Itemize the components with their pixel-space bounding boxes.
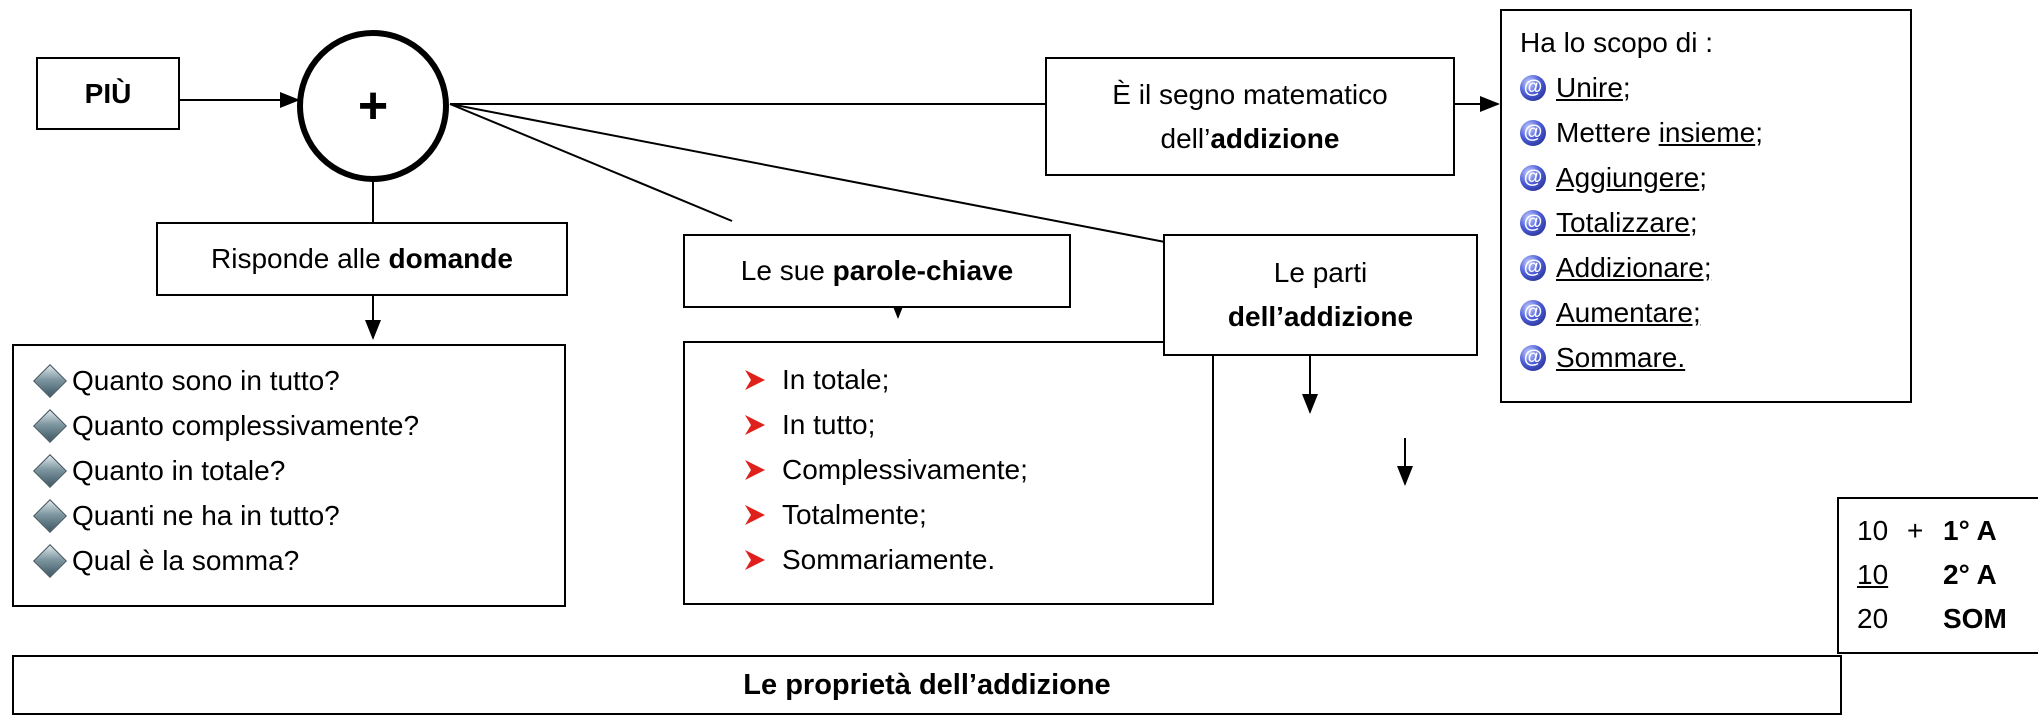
parola-text: In tutto;: [782, 408, 876, 440]
diamond-bullet-icon: [33, 498, 67, 533]
domanda-item: Quanti ne ha in tutto?: [32, 493, 564, 538]
example-operator: +: [1907, 515, 1924, 546]
example-number: 20: [1857, 603, 1889, 634]
scopo-item: @ Totalizzare;: [1520, 200, 1910, 245]
scopo-item-post: ;: [1755, 116, 1763, 148]
diamond-bullet-icon: [33, 363, 67, 398]
example-sum-box: 10 +1° A 10 2° A 20 SOM: [1837, 497, 2038, 654]
diamond-bullet-icon: [33, 543, 67, 578]
parola-item: In tutto;: [744, 402, 1212, 447]
domande-list-box: Quanto sono in tutto? Quanto complessivam…: [12, 344, 566, 607]
scopo-item: @ Sommare.: [1520, 335, 1910, 380]
piu-label: PIÙ: [84, 77, 132, 109]
parole-box: Le sue parole-chiave: [683, 234, 1071, 308]
diamond-bullet-icon: [33, 453, 67, 488]
connector-lines: [180, 92, 1500, 486]
parti-box: Le parti dell’addizione: [1163, 234, 1478, 356]
domanda-text: Quanti ne ha in tutto?: [72, 499, 340, 531]
plus-sign: +: [357, 77, 389, 135]
domanda-item: Quanto complessivamente?: [32, 403, 564, 448]
e-circle-icon: @: [1520, 74, 1546, 101]
scopo-box: Ha lo scopo di : @ Unire; @ Mettere insieme…: [1500, 9, 1912, 403]
example-label: 1° A: [1943, 515, 1997, 546]
red-arrow-bullet-icon: [745, 459, 765, 480]
segno-line1: È il segno matematico: [1112, 78, 1388, 110]
example-number: 10: [1857, 559, 1889, 590]
properties-title: Le proprietà dell’addizione: [743, 669, 1111, 701]
scopo-item-keyword: Addizionare;: [1556, 251, 1712, 283]
example-label: SOM: [1943, 603, 2007, 634]
scopo-item: @ Addizionare;: [1520, 245, 1910, 290]
diamond-bullet-icon: [33, 408, 67, 443]
parole-list: In totale; In tutto; Complessivamente; Tota…: [744, 357, 1212, 582]
properties-box: Le proprietà dell’addizione: [12, 655, 1842, 715]
domanda-item: Quanto sono in tutto?: [32, 358, 564, 403]
example-row: 20 SOM: [1857, 597, 2038, 641]
red-arrow-bullet-icon: [745, 549, 765, 570]
parola-item: Sommariamente.: [744, 537, 1212, 582]
scopo-title: Ha lo scopo di :: [1520, 27, 1713, 58]
e-circle-icon: @: [1520, 209, 1546, 236]
e-circle-icon: @: [1520, 119, 1546, 146]
example-label: 2° A: [1943, 559, 1997, 590]
segno-line2: dell’addizione: [1160, 122, 1340, 154]
scopo-item: @ Unire;: [1520, 65, 1910, 110]
red-arrow-bullet-icon: [745, 414, 765, 435]
domande-label: Risponde alle domande: [211, 243, 513, 274]
piu-box: PIÙ: [36, 57, 180, 130]
domanda-text: Qual è la somma?: [72, 544, 300, 576]
scopo-item-keyword: Unire: [1556, 71, 1623, 103]
red-arrow-bullet-icon: [745, 504, 765, 525]
domanda-item: Qual è la somma?: [32, 538, 564, 583]
parola-item: In totale;: [744, 357, 1212, 402]
parola-text: In totale;: [782, 363, 890, 395]
example-number: 10: [1857, 515, 1889, 546]
example-rows: 10 +1° A 10 2° A 20 SOM: [1857, 509, 2038, 641]
domanda-text: Quanto sono in tutto?: [72, 364, 340, 396]
example-row: 10 2° A: [1857, 553, 2038, 597]
parola-item: Complessivamente;: [744, 447, 1212, 492]
scopo-item: @ Aumentare;: [1520, 290, 1910, 335]
scopo-item-pre: Mettere: [1556, 116, 1659, 148]
scopo-item-keyword: Aumentare;: [1556, 296, 1701, 328]
e-circle-icon: @: [1520, 164, 1546, 191]
segno-box: È il segno matematico dell’addizione: [1045, 57, 1455, 176]
e-circle-icon: @: [1520, 254, 1546, 281]
domande-list: Quanto sono in tutto? Quanto complessivam…: [32, 358, 564, 583]
domanda-item: Quanto in totale?: [32, 448, 564, 493]
scopo-item-keyword: Totalizzare: [1556, 206, 1690, 238]
scopo-item-keyword: insieme: [1658, 116, 1756, 148]
scopo-item: @ Aggiungere;: [1520, 155, 1910, 200]
domande-box: Risponde alle domande: [156, 222, 568, 296]
scopo-item-post: ;: [1699, 161, 1708, 193]
parola-item: Totalmente;: [744, 492, 1212, 537]
red-arrow-bullet-icon: [745, 369, 765, 390]
e-circle-icon: @: [1520, 299, 1546, 326]
scopo-item-post: ;: [1689, 206, 1698, 238]
parola-text: Totalmente;: [782, 498, 927, 530]
parti-line2: dell’addizione: [1227, 301, 1414, 332]
scopo-item-post: ;: [1622, 71, 1631, 103]
scopo-item-keyword: Aggiungere: [1556, 161, 1700, 193]
parola-text: Sommariamente.: [782, 543, 996, 575]
parole-label: Le sue parole-chiave: [740, 255, 1014, 286]
example-row: 10 +1° A: [1857, 509, 2038, 553]
scopo-item-keyword: Sommare.: [1556, 341, 1686, 373]
scopo-list: @ Unire; @ Mettere insieme; @ Aggiungere; @ Tot…: [1520, 65, 1910, 380]
parole-list-box: In totale; In tutto; Complessivamente; Tota…: [683, 341, 1214, 605]
parola-text: Complessivamente;: [782, 453, 1028, 485]
plus-circle: +: [297, 30, 449, 182]
domanda-text: Quanto in totale?: [72, 454, 286, 486]
domanda-text: Quanto complessivamente?: [72, 409, 420, 441]
scopo-item: @ Mettere insieme;: [1520, 110, 1910, 155]
e-circle-icon: @: [1520, 344, 1546, 371]
parti-line1: Le parti: [1273, 257, 1368, 288]
